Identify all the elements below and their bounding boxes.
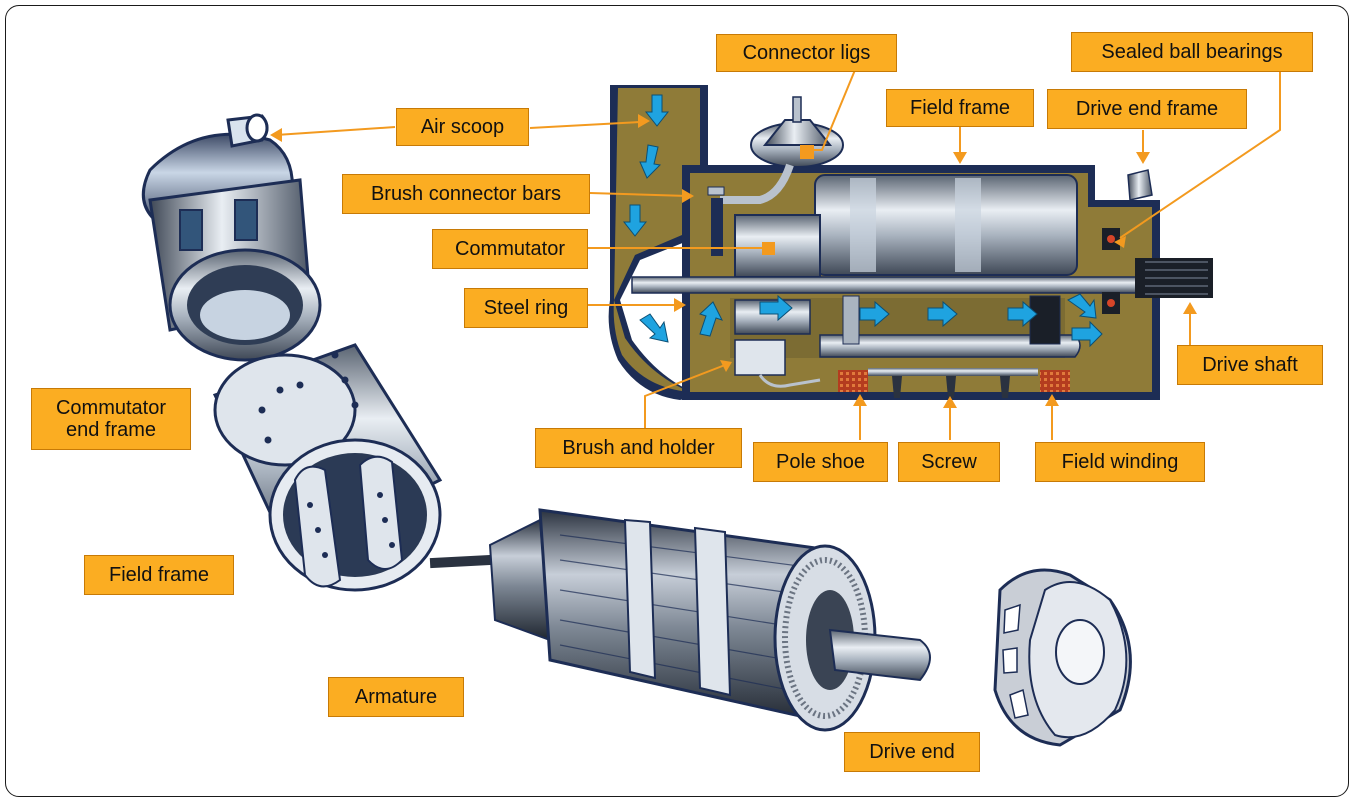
- field-frame-part: [212, 343, 443, 592]
- label-commutator: Commutator: [432, 229, 588, 269]
- armature-part: [429, 508, 931, 732]
- fan-part: [993, 568, 1132, 747]
- label-field-frame-left: Field frame: [84, 555, 234, 595]
- label-drive-shaft: Drive shaft: [1177, 345, 1323, 385]
- label-field-frame-top: Field frame: [886, 89, 1034, 127]
- cutaway-motor: [608, 85, 1213, 400]
- label-connector-ligs: Connector ligs: [716, 34, 897, 72]
- leader-arrowheads: [270, 114, 1197, 408]
- label-armature: Armature: [328, 677, 464, 717]
- label-commutator-end-frame: Commutator end frame: [31, 388, 191, 450]
- label-field-winding: Field winding: [1035, 442, 1205, 482]
- label-air-scoop: Air scoop: [396, 108, 529, 146]
- label-pole-shoe: Pole shoe: [753, 442, 888, 482]
- label-drive-end-frame: Drive end frame: [1047, 89, 1247, 129]
- commutator-end-frame-part: [141, 113, 322, 362]
- label-sealed-ball-bearings: Sealed ball bearings: [1071, 32, 1313, 72]
- label-screw: Screw: [898, 442, 1000, 482]
- label-brush-and-holder: Brush and holder: [535, 428, 742, 468]
- label-steel-ring: Steel ring: [464, 288, 588, 328]
- label-drive-end: Drive end: [844, 732, 980, 772]
- label-brush-connector-bars: Brush connector bars: [342, 174, 590, 214]
